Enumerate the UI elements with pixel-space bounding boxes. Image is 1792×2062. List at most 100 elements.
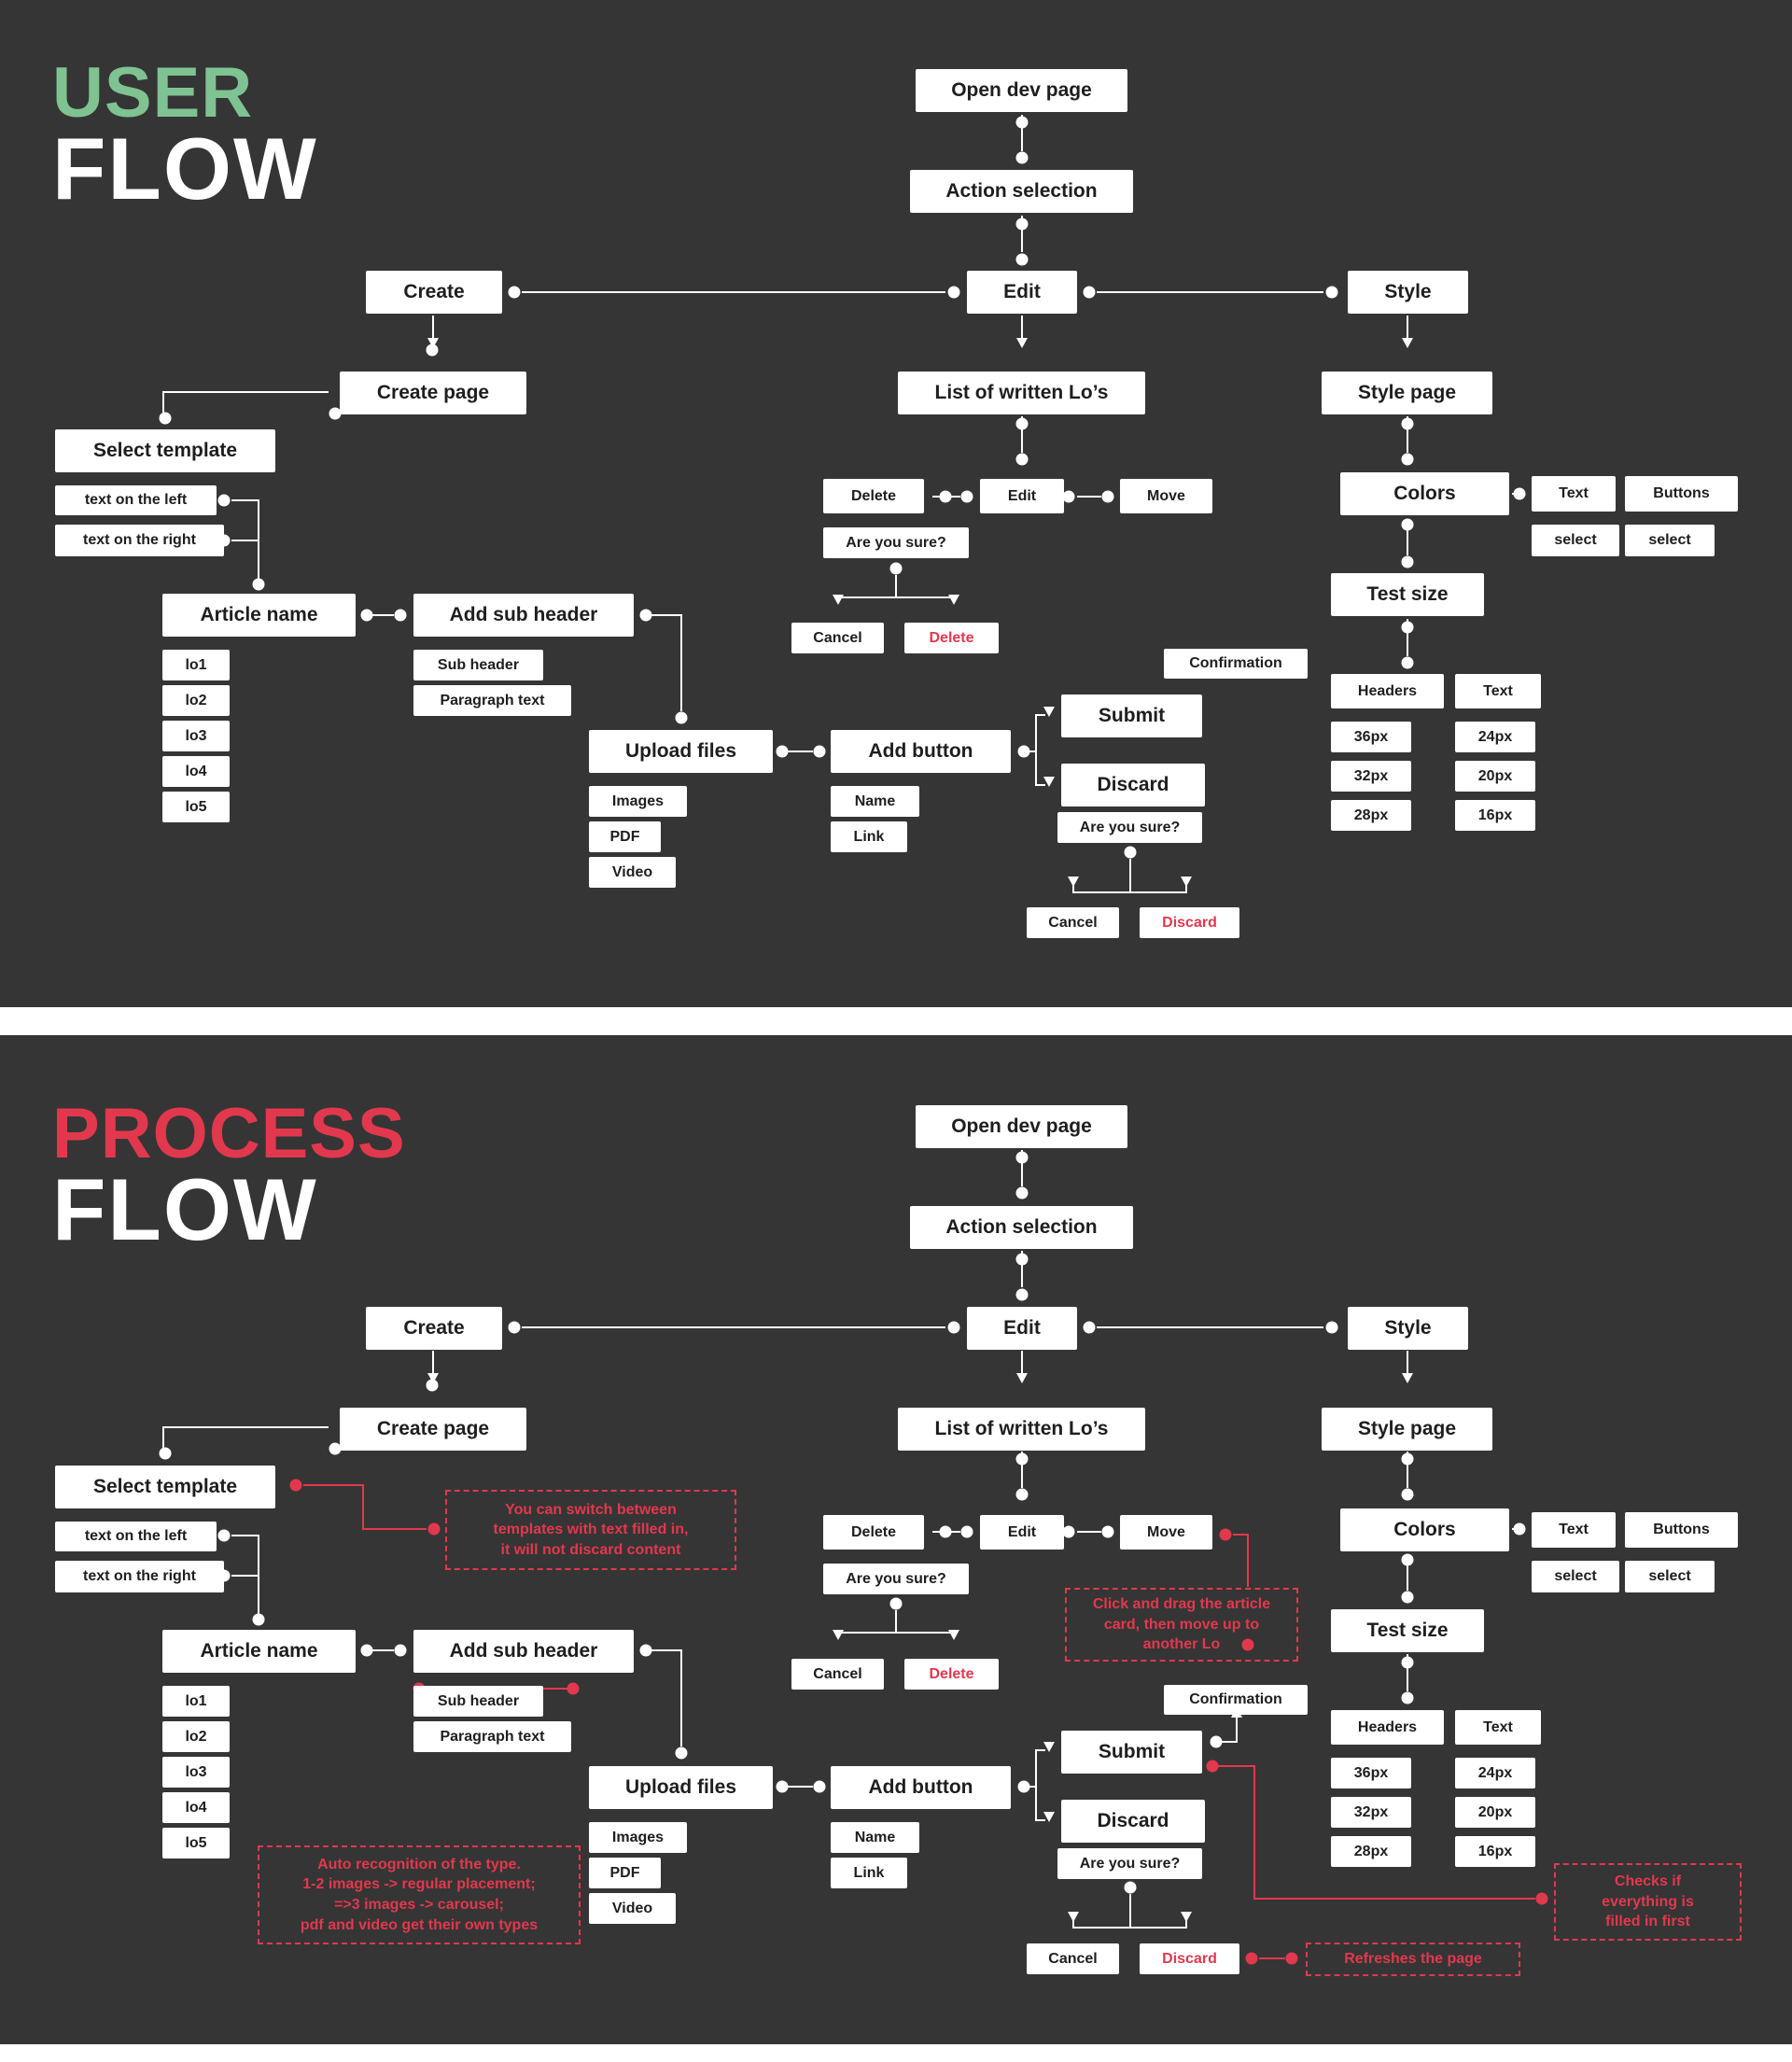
user-connector-dot: [329, 407, 342, 420]
user-node-edit: Edit: [967, 271, 1077, 314]
process-connector-dot: [1210, 1735, 1223, 1748]
process-connector-dot: [1015, 1288, 1029, 1301]
user-node-open-dev-page: Open dev page: [916, 69, 1127, 112]
process-connector-dot: [1015, 1151, 1029, 1164]
user-node-create-page: Create page: [340, 372, 526, 414]
process-connector-dot: [159, 1447, 172, 1460]
user-connector-line: [162, 391, 329, 414]
process-connector-dot: [889, 1597, 903, 1610]
process-annotation-line: [1218, 1765, 1535, 1900]
process-heading-main: FLOW: [52, 1160, 318, 1258]
user-connector-dot: [1015, 151, 1029, 164]
process-connector-dot: [939, 1525, 952, 1538]
process-connector-dot: [960, 1525, 973, 1538]
process-connector-line: [1024, 1749, 1045, 1788]
user-node-add-button: Add button: [831, 730, 1011, 773]
user-connector-line: [640, 614, 682, 711]
user-node-t24: 24px: [1455, 722, 1535, 752]
user-node-delete-confirm: Delete: [904, 623, 999, 653]
user-node-text-left: text on the left: [55, 485, 217, 515]
process-arrow-head: [1402, 1373, 1413, 1383]
process-annotation-dot: [289, 1479, 302, 1492]
user-connector-dot: [252, 578, 265, 591]
user-node-article-name: Article name: [162, 594, 356, 637]
user-node-cancel-delete: Cancel: [791, 623, 884, 653]
process-connector-dot: [394, 1644, 407, 1657]
process-connector-line: [231, 1535, 259, 1620]
user-node-name: Name: [831, 786, 919, 817]
user-node-size-text: Text: [1455, 674, 1541, 708]
process-arrow-head: [1181, 1912, 1192, 1922]
process-node-h32: 32px: [1331, 1797, 1411, 1828]
user-connector-dot: [939, 490, 952, 503]
process-connector-dot: [1062, 1525, 1075, 1538]
user-node-headers: Headers: [1331, 674, 1444, 708]
user-node-lo1: lo1: [162, 650, 230, 680]
user-node-style: Style: [1348, 271, 1468, 314]
process-connector-dot: [675, 1746, 688, 1760]
user-connector-dot: [1401, 656, 1414, 669]
process-note-drag-article: Click and drag the article card, then mo…: [1065, 1588, 1298, 1662]
process-node-add-button: Add button: [831, 1766, 1011, 1809]
user-heading-main: FLOW: [52, 119, 318, 217]
user-node-action-selection: Action selection: [910, 170, 1133, 213]
process-heading-accent: PROCESS: [52, 1094, 406, 1173]
process-annotation-dot: [1245, 1952, 1258, 1965]
user-connector-dot: [426, 344, 439, 357]
user-node-submit: Submit: [1061, 694, 1202, 737]
process-arrow-head: [833, 1630, 844, 1640]
process-node-select-template: Select template: [55, 1466, 275, 1508]
user-node-cancel-discard: Cancel: [1027, 907, 1119, 938]
user-node-create: Create: [366, 271, 502, 314]
user-node-t20: 20px: [1455, 761, 1535, 792]
process-annotation-dot: [1241, 1638, 1254, 1651]
user-arrow-head: [1181, 877, 1192, 887]
user-node-select-buttons: select: [1625, 525, 1715, 556]
process-connector-dot: [776, 1780, 789, 1793]
process-connector-dot: [1015, 1186, 1029, 1199]
process-connector-dot: [813, 1780, 826, 1793]
user-node-are-you-sure-delete: Are you sure?: [823, 527, 969, 558]
process-connector-dot: [1401, 1553, 1414, 1566]
user-node-upload-files: Upload files: [589, 730, 773, 773]
user-node-link: Link: [831, 821, 907, 852]
user-connector-dot: [1015, 116, 1029, 129]
process-node-submit: Submit: [1061, 1731, 1202, 1774]
user-connector-dot: [1401, 621, 1414, 634]
process-node-sub-header: Sub header: [413, 1686, 543, 1717]
process-node-name: Name: [831, 1822, 919, 1853]
process-node-cancel-delete: Cancel: [791, 1659, 884, 1690]
user-node-paragraph-text: Paragraph text: [413, 685, 571, 716]
process-node-delete-confirm: Delete: [904, 1659, 999, 1690]
process-node-colors-text: Text: [1532, 1512, 1616, 1548]
user-connector-dot: [1401, 518, 1414, 531]
process-node-video: Video: [589, 1893, 676, 1924]
process-connector-dot: [217, 1529, 231, 1542]
process-node-lo5: lo5: [162, 1828, 230, 1859]
process-node-edit-lo: Edit: [980, 1515, 1064, 1550]
process-connector-line: [640, 1649, 682, 1746]
process-arrow-head: [1043, 1742, 1055, 1752]
process-node-images: Images: [589, 1822, 687, 1853]
process-connector-dot: [1015, 1488, 1029, 1501]
user-flow-connectors: [159, 115, 1526, 893]
user-flow-heading: USER FLOW: [52, 58, 318, 213]
process-node-h36: 36px: [1331, 1758, 1411, 1788]
user-connector-dot: [360, 609, 373, 622]
user-node-test-size: Test size: [1331, 573, 1484, 616]
process-connector-dot: [1401, 1691, 1414, 1704]
process-node-t20: 20px: [1455, 1797, 1535, 1828]
process-connector-dot: [1401, 1452, 1414, 1466]
user-connector-dot: [889, 562, 903, 575]
process-annotation-dot: [1219, 1528, 1232, 1541]
user-node-edit-lo: Edit: [980, 479, 1064, 513]
process-connector-dot: [508, 1321, 521, 1334]
process-connector-dot: [360, 1644, 373, 1657]
user-node-are-you-sure-discard: Are you sure?: [1057, 812, 1202, 843]
process-connector-line: [1035, 1787, 1045, 1821]
process-note-auto-recognition: Auto recognition of the type. 1-2 images…: [258, 1845, 581, 1944]
user-node-style-page: Style page: [1322, 372, 1492, 414]
process-annotation-line: [1233, 1534, 1249, 1587]
process-connector-line: [1130, 1914, 1187, 1929]
user-arrow-head: [1402, 338, 1413, 348]
